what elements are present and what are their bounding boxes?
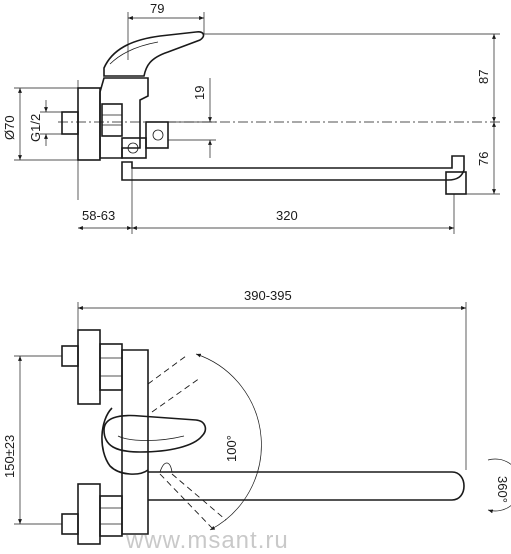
dim-wall-distance: 58-63 <box>82 208 115 223</box>
lever-top-view <box>103 414 207 453</box>
dim-spout-rotation: 360° <box>495 476 510 503</box>
dim-spout-height: 76 <box>476 152 491 166</box>
dim-outlet-offset: 19 <box>192 86 207 100</box>
dim-body-height: 87 <box>476 70 491 84</box>
top-view: 390-395 100° 360° <box>2 288 511 545</box>
dim-total-length: 390-395 <box>244 288 292 303</box>
dim-connector-diameter: Ø70 <box>2 115 17 140</box>
dim-thread: G1/2 <box>28 114 43 142</box>
dim-lever-reach: 79 <box>150 1 164 16</box>
diverter <box>145 121 169 149</box>
body-top-view <box>121 349 149 535</box>
dim-spout-length: 320 <box>276 208 298 223</box>
dim-center-distance: 150±23 <box>2 435 17 478</box>
wall-connector-body <box>77 87 101 161</box>
inlet-stub <box>61 111 79 135</box>
spout <box>121 155 465 181</box>
dim-lever-rotation: 100° <box>224 435 239 462</box>
side-view: 79 87 76 19 Ø70 G1/2 58-63 320 <box>2 1 500 234</box>
hex-nut <box>101 103 123 137</box>
aerator <box>445 171 467 195</box>
lever-handle <box>103 31 205 77</box>
faucet-body <box>99 77 149 159</box>
watermark-text: www.msant.ru <box>125 527 289 554</box>
spout-top-view <box>148 471 465 501</box>
